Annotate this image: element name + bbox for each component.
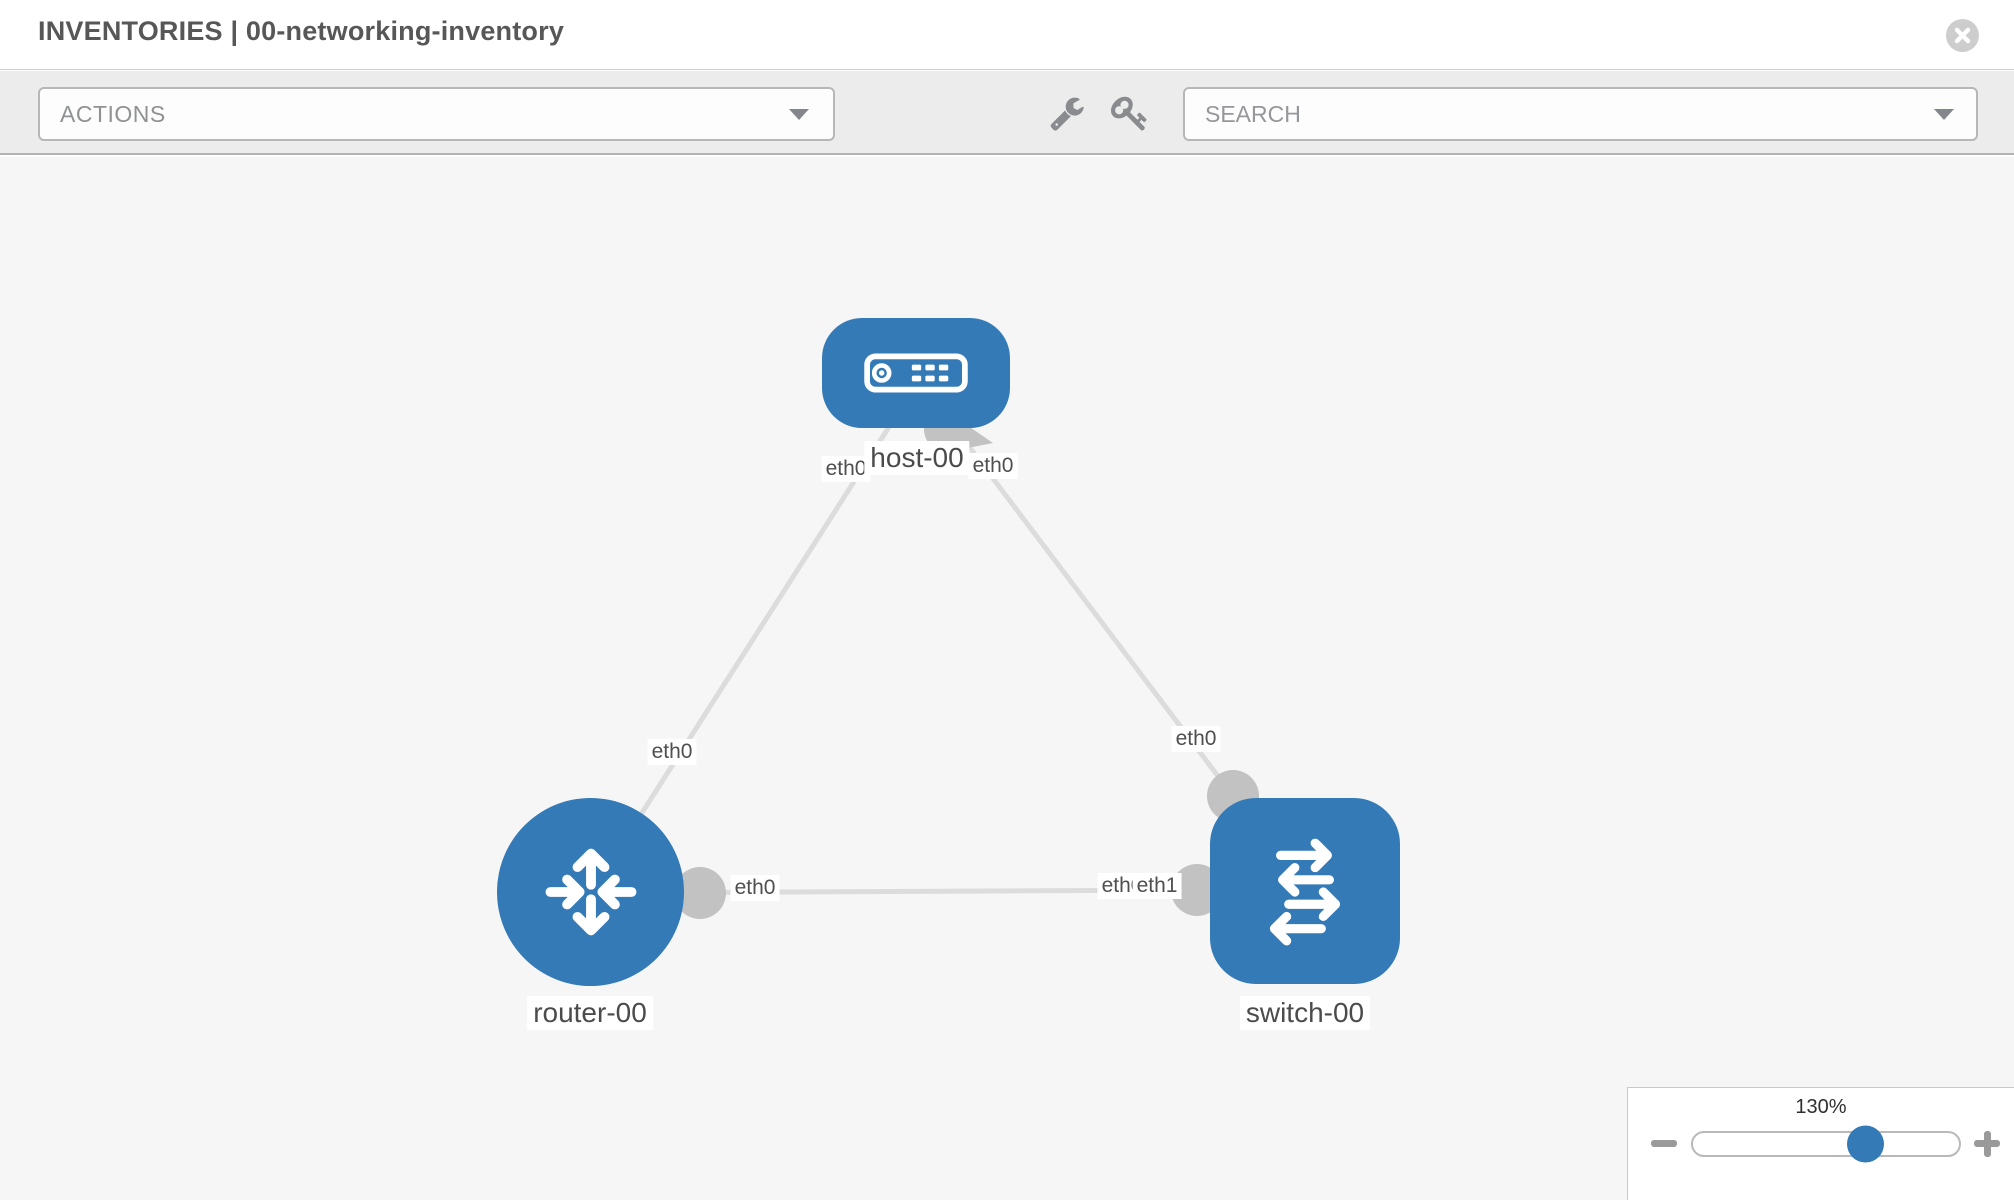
switch-icon <box>1269 838 1341 946</box>
topology-links-layer <box>587 400 1259 919</box>
node-switch-00[interactable] <box>1210 798 1400 984</box>
toolbar: ACTIONS <box>0 71 2014 155</box>
node-label-host: host-00 <box>864 441 970 475</box>
zoom-out-button[interactable] <box>1649 1128 1679 1158</box>
search-dropdown[interactable] <box>1183 87 1978 141</box>
node-label-switch: switch-00 <box>1239 996 1371 1030</box>
zoom-panel: 130% <box>1627 1087 2014 1200</box>
host-icon <box>864 353 968 393</box>
interface-label: eth1 <box>1132 873 1182 899</box>
page-title: INVENTORIES | 00-networking-inventory <box>38 16 565 46</box>
key-icon <box>1111 96 1147 131</box>
interface-connector <box>674 405 1259 919</box>
zoom-value: 130% <box>1795 1096 1847 1118</box>
interface-label: eth0 <box>730 875 780 901</box>
actions-dropdown-label: ACTIONS <box>60 100 166 127</box>
chevron-down-icon <box>789 109 809 120</box>
header: INVENTORIES | 00-networking-inventory <box>0 0 2014 70</box>
topology-link <box>587 400 1235 896</box>
node-host-00[interactable] <box>822 318 1010 428</box>
node-router-00[interactable] <box>497 798 684 986</box>
plus-icon <box>1983 1130 1991 1157</box>
key-button[interactable] <box>1111 94 1149 135</box>
router-icon <box>545 848 636 936</box>
minus-icon <box>1651 1140 1677 1147</box>
zoom-slider-track[interactable] <box>1691 1125 1961 1163</box>
zoom-slider-handle[interactable] <box>1847 1125 1884 1163</box>
wrench-button[interactable] <box>1049 95 1085 134</box>
close-icon <box>1954 27 1971 44</box>
wrench-icon <box>1050 97 1084 131</box>
zoom-in-button[interactable] <box>1972 1128 2002 1158</box>
interface-label: eth0 <box>1171 726 1221 752</box>
interface-label: eth0 <box>647 739 697 765</box>
node-label-router: router-00 <box>527 996 653 1030</box>
topology-canvas[interactable]: host-00 router-00 switch-00 eth0 eth0 et… <box>0 157 2014 1200</box>
search-input[interactable] <box>1185 89 1976 139</box>
interface-label: eth0 <box>821 456 871 482</box>
close-button[interactable] <box>1946 19 1979 52</box>
actions-dropdown[interactable]: ACTIONS <box>38 87 835 141</box>
chevron-down-icon[interactable] <box>1934 109 1954 120</box>
interface-label: eth0 <box>968 453 1018 479</box>
